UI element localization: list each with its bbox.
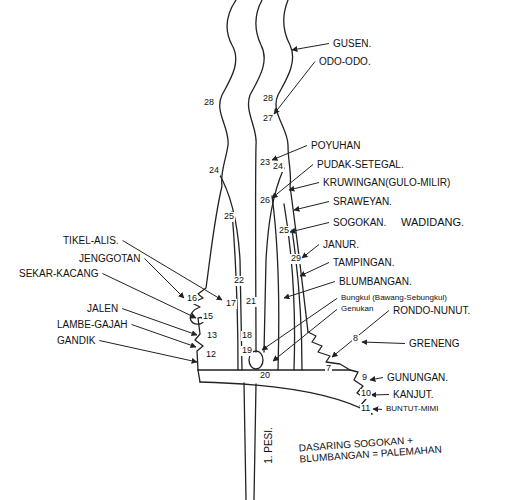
part-name: BLUMBANGAN. bbox=[338, 276, 413, 287]
part-name: SOGOKAN. bbox=[332, 217, 387, 228]
callout-number: 15 bbox=[202, 312, 214, 322]
callout-number: 21 bbox=[245, 297, 257, 307]
pesi-label: 1. PESI. bbox=[263, 426, 274, 465]
callout-number: 8 bbox=[352, 334, 359, 344]
callout-number: 25 bbox=[278, 226, 290, 236]
part-name: ODO-ODO. bbox=[318, 56, 372, 67]
greneng-edge bbox=[308, 332, 372, 414]
note: DASARING SOGOKAN + BLUMBANGAN = PALEMAHA… bbox=[297, 430, 485, 465]
part-name: PUDAK-SETEGAL. bbox=[316, 159, 405, 170]
ganja-bottom bbox=[200, 382, 372, 414]
leader-arrow bbox=[373, 409, 382, 410]
leader-arrow bbox=[284, 282, 335, 299]
leader-arrow bbox=[290, 223, 329, 233]
callout-number: 28 bbox=[262, 94, 274, 104]
part-name: BUNTUT-MIMI bbox=[385, 405, 439, 414]
callout-number: 28 bbox=[203, 98, 215, 108]
leader-arrow bbox=[292, 44, 329, 51]
leader-arrow bbox=[122, 309, 197, 336]
inner-line bbox=[272, 196, 279, 370]
callout-number: 18 bbox=[241, 331, 253, 341]
callout-number: 26 bbox=[259, 196, 271, 206]
part-name: KRUWINGAN(GULO-MILIR) bbox=[322, 177, 451, 188]
callout-number: 22 bbox=[233, 276, 245, 286]
callout-number: 12 bbox=[205, 350, 217, 360]
callout-number: 24 bbox=[272, 162, 284, 172]
part-name: KANJUT. bbox=[392, 389, 435, 400]
part-name: GRENENG bbox=[408, 338, 461, 349]
part-name: TAMPINGAN. bbox=[332, 257, 395, 268]
callout-number: 29 bbox=[290, 254, 302, 264]
callout-number: 16 bbox=[186, 294, 198, 304]
callout-number: 23 bbox=[259, 158, 271, 168]
leader-arrow bbox=[272, 146, 307, 161]
callout-number: 10 bbox=[360, 389, 372, 399]
part-name: Genukan bbox=[340, 305, 374, 314]
part-name: LAMBE-GAJAH bbox=[56, 319, 129, 330]
part-name: POYUHAN bbox=[310, 140, 361, 151]
leader-arrow bbox=[289, 183, 319, 191]
part-name: GUSEN. bbox=[332, 38, 372, 49]
part-name: JANUR. bbox=[322, 239, 360, 250]
callout-number: 24 bbox=[208, 166, 220, 176]
callout-number: 20 bbox=[259, 371, 271, 381]
callout-number: 17 bbox=[225, 299, 237, 309]
part-name: SRAWEYAN. bbox=[332, 196, 393, 207]
part-name: SEKAR-KACANG bbox=[18, 268, 99, 279]
part-name: GANDIK bbox=[56, 335, 96, 346]
leader-arrow bbox=[300, 263, 329, 277]
callout-number: 9 bbox=[361, 373, 368, 383]
ganja-end bbox=[198, 370, 200, 382]
leader-arrow bbox=[294, 202, 329, 211]
sogokan-left bbox=[218, 172, 242, 370]
blade-left-edge bbox=[190, 0, 236, 370]
leader-arrow bbox=[273, 309, 337, 361]
leader-arrow bbox=[302, 245, 319, 259]
leader-arrow bbox=[332, 311, 389, 358]
callout-number: 13 bbox=[206, 331, 218, 341]
inner-line bbox=[232, 212, 238, 370]
leader-arrow bbox=[262, 298, 337, 350]
part-name: JENGGOTAN bbox=[78, 253, 141, 264]
part-name: WADIDANG. bbox=[400, 216, 465, 228]
leader-arrow bbox=[362, 342, 405, 344]
leader-arrow bbox=[99, 341, 197, 363]
leader-arrow bbox=[274, 62, 315, 115]
pesi bbox=[244, 383, 256, 500]
callout-number: 11 bbox=[360, 404, 371, 414]
part-name: Bungkul (Bawang-Sebungkul) bbox=[340, 294, 448, 303]
leader-arrow bbox=[123, 241, 222, 301]
leader-arrow bbox=[371, 394, 389, 396]
part-name: GUNUNGAN. bbox=[386, 372, 449, 383]
leader-arrow bbox=[370, 378, 383, 381]
leader-arrow bbox=[144, 259, 184, 299]
callout-number: 7 bbox=[325, 364, 332, 374]
part-name: JALEN bbox=[86, 303, 119, 314]
callout-number: 27 bbox=[262, 114, 274, 124]
part-name: TIKEL-ALIS. bbox=[62, 235, 120, 246]
leader-arrow bbox=[132, 325, 196, 348]
callout-number: 25 bbox=[223, 212, 235, 222]
part-name: RONDO-NUNUT. bbox=[392, 305, 471, 316]
inner-line bbox=[292, 230, 302, 370]
callout-number: 19 bbox=[241, 346, 253, 356]
